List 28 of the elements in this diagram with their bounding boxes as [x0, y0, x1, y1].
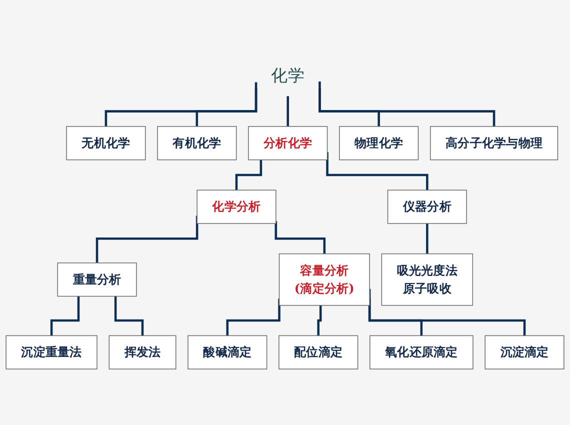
connector-line	[317, 305, 322, 337]
category-box: 重量分析	[57, 262, 137, 297]
category-box: 氧化还原滴定	[370, 335, 474, 370]
connector-line	[96, 216, 198, 264]
connector-line	[286, 96, 289, 128]
connector-line	[274, 221, 326, 255]
category-box: 物理化学	[339, 126, 419, 160]
category-box: 吸光光度法 原子吸收	[381, 253, 474, 306]
connector-line	[104, 82, 258, 128]
category-box: 酸碱滴定	[188, 335, 268, 370]
category-box: 分析化学	[248, 126, 328, 160]
category-box: 挥发法	[108, 335, 176, 370]
connector-line	[50, 296, 80, 337]
category-box: 有机化学	[157, 126, 237, 160]
category-box: 无机化学	[66, 126, 146, 160]
connector-line	[196, 88, 258, 128]
category-box: 仪器分析	[387, 190, 467, 224]
category-box: 沉淀滴定	[484, 335, 564, 370]
connector-line	[318, 82, 496, 128]
category-box: 容量分析 (滴定分析)	[278, 253, 370, 306]
heading-text: 化学	[271, 66, 305, 86]
category-box: 化学分析	[196, 190, 276, 224]
category-box: 配位滴定	[278, 335, 358, 370]
connector-line	[235, 160, 262, 192]
category-box: 沉淀重量法	[6, 335, 98, 370]
category-box: 高分子化学与物理	[430, 126, 558, 160]
connector-line	[114, 296, 144, 337]
connector-line	[426, 224, 428, 255]
